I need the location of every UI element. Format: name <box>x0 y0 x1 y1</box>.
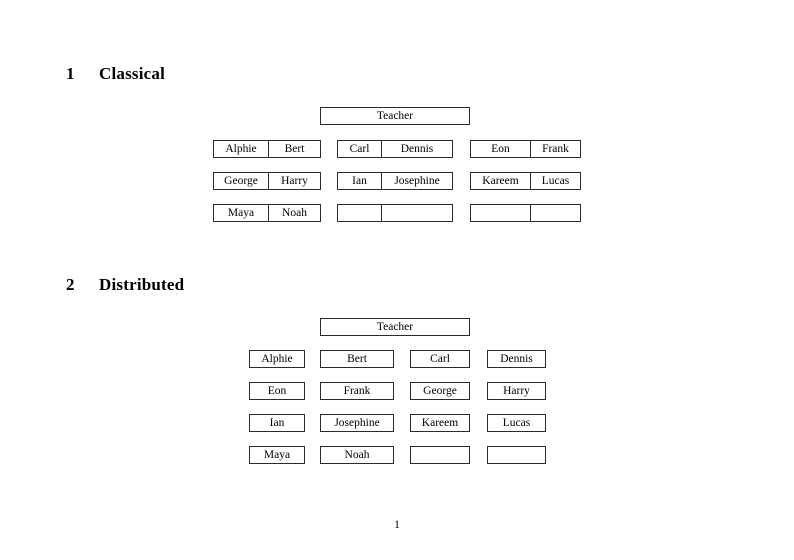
distributed-cell: Noah <box>320 446 394 464</box>
table-cell: Carl <box>349 143 370 155</box>
classical-group-left-row-3: Maya Noah <box>213 204 321 222</box>
table-cell: Eon <box>491 143 510 155</box>
distributed-cell: Eon <box>249 382 305 400</box>
section-title: Classical <box>99 64 166 83</box>
classical-group-left-row-1: Alphie Bert <box>213 140 321 158</box>
distributed-cell <box>410 446 470 464</box>
distributed-cell <box>487 446 546 464</box>
table-cell <box>381 205 452 221</box>
section-number: 2 <box>66 275 75 294</box>
section-title: Distributed <box>99 275 185 294</box>
distributed-cell: Frank <box>320 382 394 400</box>
section-heading-classical: 1 Classical <box>66 64 165 84</box>
table-cell: Lucas <box>530 173 580 189</box>
table-cell: Ian <box>352 175 367 187</box>
classical-group-left-row-2: George Harry <box>213 172 321 190</box>
distributed-cell: Maya <box>249 446 305 464</box>
section-number: 1 <box>66 64 75 83</box>
table-cell: Dennis <box>381 141 452 157</box>
table-cell: Noah <box>268 205 320 221</box>
distributed-cell: Bert <box>320 350 394 368</box>
table-cell <box>338 205 381 221</box>
table-cell: Kareem <box>482 175 519 187</box>
distributed-cell: Harry <box>487 382 546 400</box>
table-cell: Harry <box>268 173 320 189</box>
table-cell <box>530 205 580 221</box>
distributed-cell: Lucas <box>487 414 546 432</box>
table-cell <box>471 205 530 221</box>
table-cell: Maya <box>227 207 255 219</box>
distributed-teacher-box: Teacher <box>320 318 470 336</box>
classical-teacher-box: Teacher <box>320 107 470 125</box>
section-heading-distributed: 2 Distributed <box>66 275 184 295</box>
table-cell: Frank <box>530 141 580 157</box>
classical-group-right-row-2: Kareem Lucas <box>470 172 581 190</box>
distributed-cell: George <box>410 382 470 400</box>
distributed-cell: Ian <box>249 414 305 432</box>
table-cell: Josephine <box>381 173 452 189</box>
classical-group-right-row-3 <box>470 204 581 222</box>
table-cell: Bert <box>268 141 320 157</box>
distributed-cell: Dennis <box>487 350 546 368</box>
table-cell: George <box>224 175 258 187</box>
classical-group-right-row-1: Eon Frank <box>470 140 581 158</box>
page-number: 1 <box>394 519 400 531</box>
distributed-cell: Carl <box>410 350 470 368</box>
distributed-cell: Josephine <box>320 414 394 432</box>
classical-group-middle-row-2: Ian Josephine <box>337 172 453 190</box>
distributed-cell: Alphie <box>249 350 305 368</box>
classical-group-middle-row-3 <box>337 204 453 222</box>
classical-group-middle-row-1: Carl Dennis <box>337 140 453 158</box>
table-cell: Alphie <box>225 143 257 155</box>
distributed-cell: Kareem <box>410 414 470 432</box>
